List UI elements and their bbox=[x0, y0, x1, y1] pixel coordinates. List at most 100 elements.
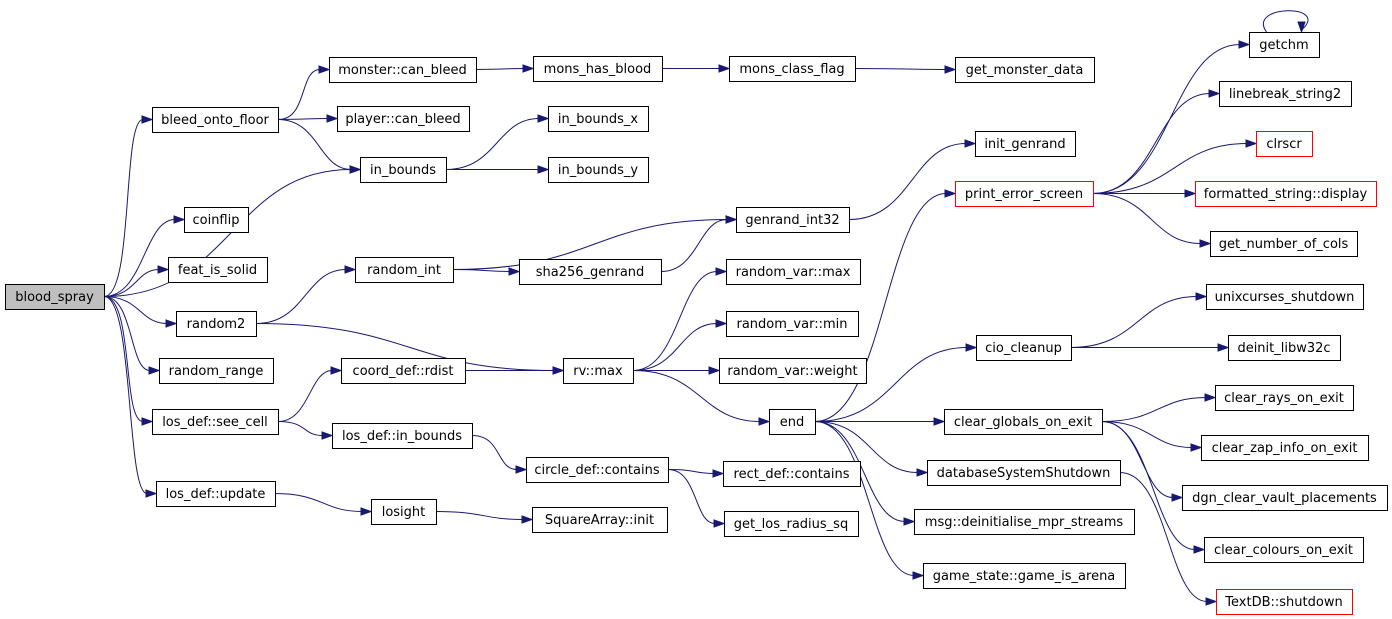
node-box bbox=[355, 257, 454, 283]
node-circle-def-contains[interactable]: circle_def::contains bbox=[526, 457, 669, 483]
node-los-def-update[interactable]: los_def::update bbox=[156, 481, 276, 507]
edge-line bbox=[1119, 472, 1208, 602]
node-coinflip[interactable]: coinflip bbox=[184, 207, 249, 233]
node-get-monster-data[interactable]: get_monster_data bbox=[955, 57, 1095, 83]
node-box bbox=[526, 457, 669, 483]
node-linebreak-string2[interactable]: linebreak_string2 bbox=[1219, 81, 1352, 107]
edge-line bbox=[277, 421, 324, 436]
node-clear-zap-info-on-exit[interactable]: clear_zap_info_on_exit bbox=[1201, 435, 1369, 461]
edge-blood_spray-to-los_def_see_cell bbox=[103, 296, 154, 426]
node-init-genrand[interactable]: init_genrand bbox=[975, 131, 1076, 157]
node-game-state-game-is-arena[interactable]: game_state::game_is_arena bbox=[923, 563, 1126, 589]
node-random-int[interactable]: random_int bbox=[355, 257, 454, 283]
edge-line bbox=[1263, 10, 1309, 33]
node-player-can-bleed[interactable]: player::can_bleed bbox=[337, 106, 470, 132]
node-print-error-screen[interactable]: print_error_screen bbox=[955, 181, 1094, 207]
edge-arrowhead bbox=[360, 507, 373, 516]
node-rect-def-contains[interactable]: rect_def::contains bbox=[723, 461, 861, 487]
node-random-range[interactable]: random_range bbox=[159, 358, 274, 384]
node-box bbox=[975, 131, 1076, 157]
node-clear-colours-on-exit[interactable]: clear_colours_on_exit bbox=[1204, 537, 1364, 563]
edge-line bbox=[452, 219, 728, 270]
node-get-los-radius-sq[interactable]: get_los_radius_sq bbox=[724, 511, 859, 537]
edge-print_error_screen-to-clrscr bbox=[1092, 139, 1258, 194]
node-getchm[interactable]: getchm bbox=[1249, 32, 1320, 58]
node-box bbox=[1204, 537, 1364, 563]
node-get-number-of-cols[interactable]: get_number_of_cols bbox=[1210, 231, 1358, 257]
edge-line bbox=[1092, 193, 1202, 244]
node-box bbox=[519, 259, 662, 285]
edge-line bbox=[274, 493, 363, 512]
edge-blood_spray-to-los_def_update bbox=[103, 296, 158, 498]
node-box bbox=[548, 157, 649, 183]
node-bleed-onto-floor[interactable]: bleed_onto_floor bbox=[152, 107, 279, 133]
node-label: in_bounds bbox=[370, 163, 436, 178]
node-random-var-min[interactable]: random_var::min bbox=[726, 311, 859, 337]
node-squarearray-init[interactable]: SquareArray::init bbox=[532, 507, 668, 533]
edge-in_bounds-to-in_bounds_y bbox=[446, 165, 550, 174]
node-cio-cleanup[interactable]: cio_cleanup bbox=[976, 335, 1072, 361]
edge-arrowhead bbox=[1297, 21, 1306, 34]
edge-blood_spray-to-random2 bbox=[103, 296, 178, 328]
edge-cio_cleanup-to-deinit_libw32c bbox=[1071, 343, 1230, 352]
node-database-system-shutdown[interactable]: databaseSystemShutdown bbox=[927, 460, 1121, 486]
node-textdb-shutdown[interactable]: TextDB::shutdown bbox=[1216, 589, 1353, 615]
node-clrscr[interactable]: clrscr bbox=[1256, 131, 1313, 157]
node-formatted-string-display[interactable]: formatted_string::display bbox=[1195, 181, 1377, 207]
edge-line bbox=[1092, 143, 1248, 194]
node-box bbox=[1219, 81, 1352, 107]
edge-arrowhead bbox=[349, 165, 362, 174]
node-los-def-see-cell[interactable]: los_def::see_cell bbox=[152, 409, 279, 435]
edge-arrowhead bbox=[515, 465, 528, 474]
node-box bbox=[532, 507, 668, 533]
node-label: clear_zap_info_on_exit bbox=[1212, 441, 1358, 456]
node-random2[interactable]: random2 bbox=[176, 311, 257, 337]
node-label: clear_colours_on_exit bbox=[1214, 543, 1353, 558]
node-in-bounds-y[interactable]: in_bounds_y bbox=[548, 157, 649, 183]
node-blood-spray[interactable]: blood_spray bbox=[5, 284, 105, 310]
node-in-bounds[interactable]: in_bounds bbox=[360, 157, 447, 183]
edge-line bbox=[814, 421, 919, 473]
edge-arrowhead bbox=[1199, 239, 1212, 248]
edge-line bbox=[1070, 296, 1198, 348]
node-losight[interactable]: losight bbox=[371, 499, 437, 525]
edge-in_bounds-to-in_bounds_x bbox=[445, 114, 550, 170]
node-in-bounds-x[interactable]: in_bounds_x bbox=[548, 106, 649, 132]
node-rv-max[interactable]: rv::max bbox=[563, 358, 634, 384]
node-label: genrand_int32 bbox=[745, 213, 839, 228]
node-unixcurses-shutdown[interactable]: unixcurses_shutdown bbox=[1206, 284, 1364, 310]
node-genrand-int32[interactable]: genrand_int32 bbox=[736, 207, 850, 233]
node-feat-is-solid[interactable]: feat_is_solid bbox=[168, 257, 268, 283]
edge-los_def_see_cell-to-los_def_in_bounds bbox=[277, 421, 334, 440]
edge-arrowhead bbox=[1171, 493, 1184, 502]
node-box bbox=[168, 257, 268, 283]
edge-clear_globals_on_exit-to-clear_rays_on_exit bbox=[1101, 393, 1217, 422]
node-random-var-weight[interactable]: random_var::weight bbox=[719, 358, 867, 384]
node-mons-class-flag[interactable]: mons_class_flag bbox=[729, 56, 856, 82]
node-sha256-genrand[interactable]: sha256_genrand bbox=[519, 259, 662, 285]
node-label: random2 bbox=[187, 317, 246, 332]
node-los-def-in-bounds[interactable]: los_def::in_bounds bbox=[332, 423, 473, 449]
node-box bbox=[726, 259, 861, 285]
node-label: coinflip bbox=[192, 213, 239, 228]
node-box bbox=[152, 107, 279, 133]
node-msg-deinitialise-mpr-streams[interactable]: msg::deinitialise_mpr_streams bbox=[914, 509, 1135, 535]
edge-arrowhead bbox=[1205, 597, 1218, 606]
node-coord-def-rdist[interactable]: coord_def::rdist bbox=[341, 358, 466, 384]
node-deinit-libw32c[interactable]: deinit_libw32c bbox=[1228, 335, 1341, 361]
edge-line bbox=[814, 347, 968, 422]
node-dgn-clear-vault-placements[interactable]: dgn_clear_vault_placements bbox=[1182, 485, 1388, 511]
node-label: getchm bbox=[1259, 38, 1308, 53]
node-random-var-max[interactable]: random_var::max bbox=[726, 259, 861, 285]
node-monster-can-bleed[interactable]: monster::can_bleed bbox=[329, 57, 477, 83]
node-clear-globals-on-exit[interactable]: clear_globals_on_exit bbox=[944, 409, 1103, 435]
edge-line bbox=[445, 118, 540, 170]
node-mons-has-blood[interactable]: mons_has_blood bbox=[533, 56, 663, 82]
edge-arrowhead bbox=[1184, 189, 1197, 198]
node-end[interactable]: end bbox=[769, 409, 816, 435]
edge-arrowhead bbox=[157, 265, 170, 274]
node-clear-rays-on-exit[interactable]: clear_rays_on_exit bbox=[1215, 385, 1354, 411]
edge-arrowhead bbox=[944, 189, 957, 198]
node-label: los_def::update bbox=[166, 487, 266, 502]
